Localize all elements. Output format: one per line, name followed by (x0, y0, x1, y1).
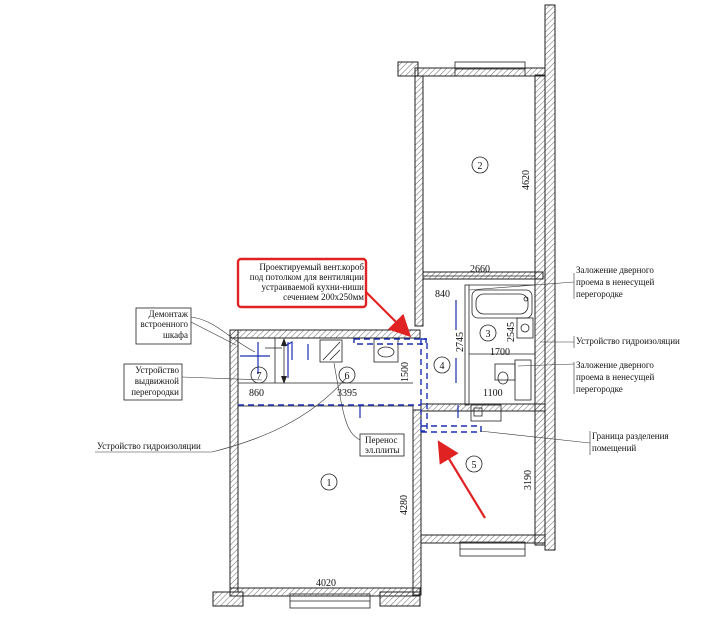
svg-text:Заложение дверного: Заложение дверного (576, 360, 654, 370)
vent-box-line-2: под потолком для вентиляции (250, 272, 364, 282)
svg-text:проема в ненесущей: проема в ненесущей (576, 372, 654, 382)
note-door-block-1: Заложение дверного проема в ненесущей пе… (468, 265, 654, 299)
dimensions: 2660 4620 840 2745 2545 1700 1500 1100 3… (249, 170, 535, 589)
room-1-marker (320, 473, 338, 491)
sink (516, 317, 534, 339)
vent-box-line-1: Проектируемый вент.короб (259, 262, 364, 272)
svg-text:Заложение дверного: Заложение дверного (576, 265, 654, 275)
room-4-label: 4 (440, 361, 445, 372)
dim-1100: 1100 (483, 388, 503, 399)
fixtures (319, 289, 534, 422)
vent-box-line-3: устраиваемой кухни-ниши (262, 282, 365, 292)
svg-text:Граница разделения: Граница разделения (592, 431, 669, 441)
svg-text:Устройство гидроизоляции: Устройство гидроизоляции (97, 441, 201, 451)
dim-840: 840 (435, 289, 450, 300)
room-5-label: 5 (472, 460, 477, 471)
dim-2745: 2745 (455, 332, 466, 352)
room-6-marker (338, 366, 356, 384)
svg-text:встроенного: встроенного (141, 319, 189, 329)
dim-4020: 4020 (316, 578, 336, 589)
room-outlines (237, 75, 536, 589)
vent-box-line-4: сечением 200х250мм (283, 292, 364, 302)
svg-text:эл.плиты: эл.плиты (365, 445, 400, 455)
dim-2545: 2545 (506, 322, 517, 342)
note-door-block-2: Заложение дверного проема в ненесущей пе… (517, 360, 654, 394)
washer (470, 404, 502, 422)
boundary-red-arrow (437, 440, 486, 519)
svg-text:перегородки: перегородки (131, 387, 179, 397)
svg-text:перегородке: перегородке (576, 289, 623, 299)
partition-arrows (265, 338, 287, 384)
room-5-marker (465, 455, 483, 473)
room-6-label: 6 (345, 371, 350, 382)
svg-text:Демонтаж: Демонтаж (148, 309, 188, 319)
svg-text:Перенос: Перенос (365, 435, 398, 445)
windows (289, 61, 526, 609)
svg-text:Устройство гидроизоляции: Устройство гидроизоляции (576, 336, 680, 346)
note-waterproofing-right: Устройство гидроизоляции (540, 336, 680, 348)
bathtub (471, 289, 533, 319)
dim-3395: 3395 (337, 388, 357, 399)
stove (319, 339, 343, 363)
room-3-marker (479, 324, 497, 342)
svg-text:шкафа: шкафа (163, 330, 188, 340)
dim-1500: 1500 (400, 362, 411, 382)
note-move-stove: Перенос эл.плиты (333, 362, 405, 457)
room-7-marker (250, 366, 268, 384)
dim-1700: 1700 (490, 347, 510, 358)
vent-box-note: Проектируемый вент.короб под потолком дл… (236, 257, 412, 338)
room-3-label: 3 (486, 329, 491, 340)
room-numbers: 1 2 3 4 5 6 7 (250, 156, 497, 491)
svg-text:Устройство: Устройство (135, 365, 179, 375)
proposed-elements (238, 300, 482, 433)
kitchen-sink (373, 337, 399, 363)
dim-2660: 2660 (470, 264, 490, 275)
dim-3190: 3190 (523, 470, 534, 490)
svg-text:проема в ненесущей: проема в ненесущей (576, 277, 654, 287)
room-1-label: 1 (327, 478, 332, 489)
note-room-boundary: Граница разделения помещений (479, 430, 669, 455)
svg-text:помещений: помещений (592, 443, 636, 453)
room-2-marker (471, 156, 489, 174)
dim-4280: 4280 (399, 495, 410, 515)
svg-text:перегородке: перегородке (576, 384, 623, 394)
room-2-label: 2 (478, 161, 483, 172)
dim-4620: 4620 (521, 170, 532, 190)
dim-860: 860 (249, 388, 264, 399)
note-dismantle-cabinet: Демонтаж встроенного шкафа (135, 307, 256, 353)
note-waterproofing-left: Устройство гидроизоляции (95, 377, 347, 453)
note-sliding-partition: Устройство выдвижной перегородки (123, 363, 263, 401)
room-7-label: 7 (257, 371, 262, 382)
room-4-marker (433, 356, 451, 374)
svg-text:выдвижной: выдвижной (135, 376, 179, 386)
